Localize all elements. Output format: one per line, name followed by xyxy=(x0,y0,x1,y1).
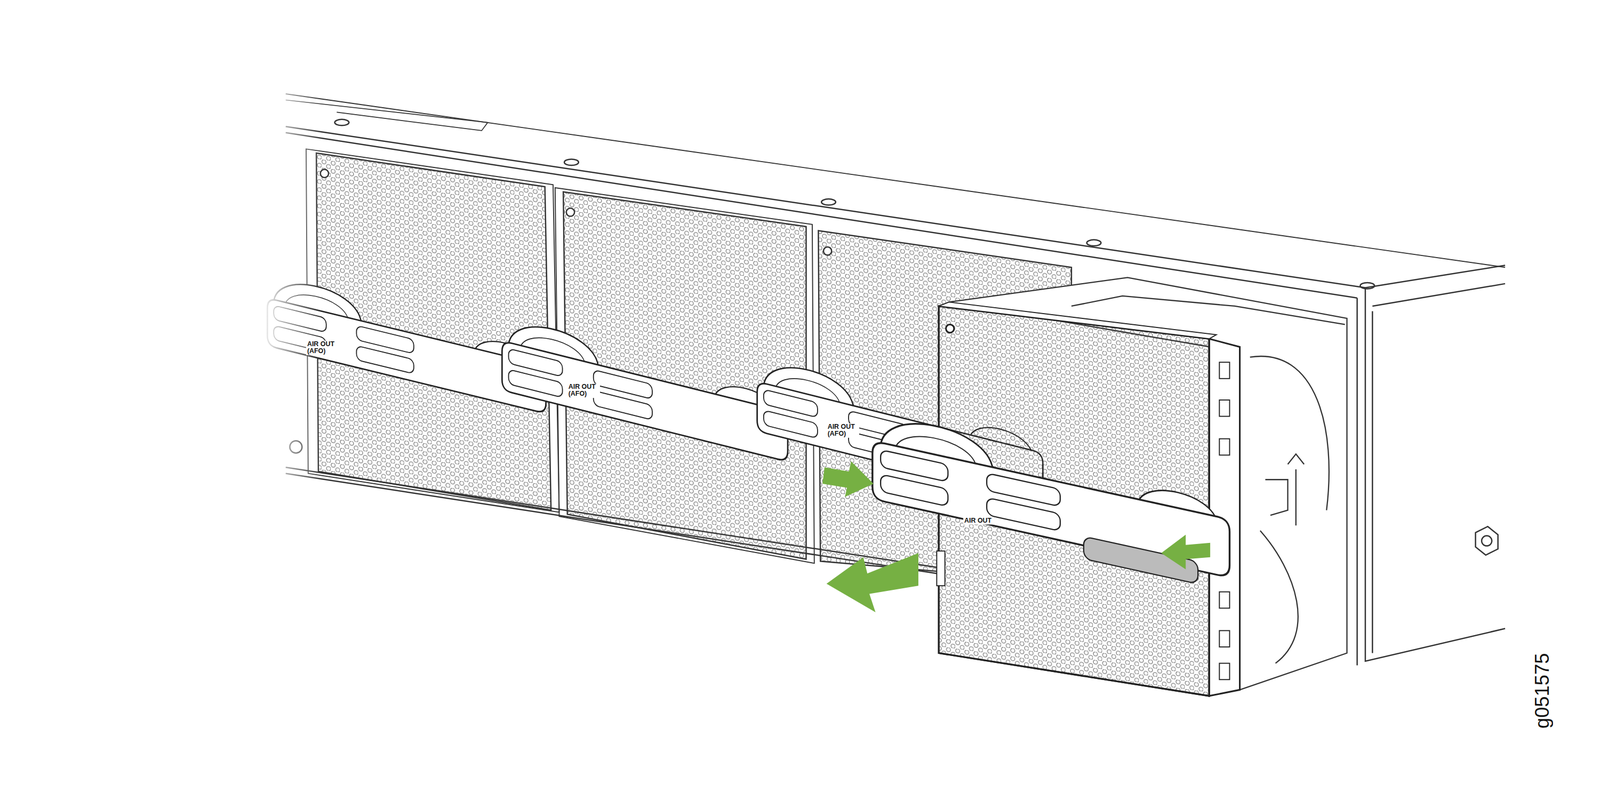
chassis xyxy=(1356,298,1358,666)
fan-slot xyxy=(1288,453,1305,526)
extracted-fan-handle xyxy=(872,412,1230,584)
extracted-fan-module xyxy=(1219,362,1230,379)
extracted-fan-module xyxy=(936,550,945,586)
airflow-label: AIR OUT (AFO) xyxy=(567,383,600,398)
fan-slot xyxy=(1071,296,1346,325)
direction-arrows xyxy=(826,553,919,613)
direction-arrows xyxy=(822,461,874,498)
extracted-fan-module xyxy=(1219,438,1230,456)
installed-fan-modules xyxy=(823,246,832,255)
installed-fan-modules xyxy=(566,208,575,216)
chassis xyxy=(1086,240,1102,246)
extracted-fan-module xyxy=(946,324,955,333)
chassis xyxy=(1475,526,1499,556)
airflow-label: AIR OUT (AFO) xyxy=(826,423,860,438)
edge-fade xyxy=(260,61,322,551)
fan-slot xyxy=(1265,479,1288,516)
installed-fan-modules xyxy=(320,169,329,178)
chassis xyxy=(334,119,350,126)
extracted-fan-module xyxy=(1219,400,1230,417)
chassis xyxy=(564,158,579,165)
airflow-label: AIR OUT (AFO) xyxy=(306,340,339,355)
figure-number: g051575 xyxy=(1532,653,1554,730)
fan-slot xyxy=(1250,356,1330,664)
chassis xyxy=(1481,535,1492,546)
chassis xyxy=(1360,282,1375,289)
direction-arrows xyxy=(1161,534,1211,570)
direction-arrows xyxy=(822,461,1211,613)
extracted-fan-module xyxy=(1219,592,1230,609)
extracted-fan-module xyxy=(938,301,1216,339)
installed-fan-handles xyxy=(501,316,788,462)
extracted-fan-handle xyxy=(872,412,1230,578)
chassis xyxy=(821,198,836,205)
extracted-fan-module xyxy=(1219,663,1230,680)
chassis xyxy=(1372,283,1506,307)
chassis xyxy=(1371,311,1373,654)
airflow-label: AIR OUT xyxy=(963,517,996,525)
chassis xyxy=(1365,288,1506,662)
extracted-fan-module xyxy=(1219,630,1230,647)
